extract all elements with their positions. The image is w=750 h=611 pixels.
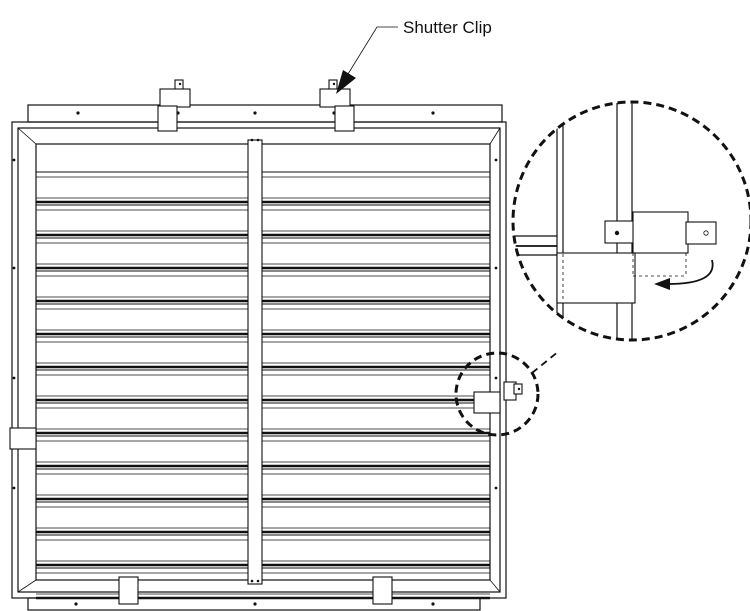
louver-blade — [36, 270, 490, 303]
detail-circle-large — [511, 100, 750, 342]
center-mullion — [247, 138, 263, 585]
shutter-clip-top-right — [319, 79, 355, 132]
louver-blade — [36, 237, 490, 270]
louver-blades — [36, 171, 490, 600]
louver-blade — [36, 567, 490, 600]
detail-view-large — [513, 102, 750, 340]
louver-blade — [36, 435, 490, 468]
shutter-clip-right — [473, 381, 523, 414]
detail-leader-line — [531, 350, 560, 374]
shutter-clip-bottom-right — [372, 576, 393, 605]
louver-blade — [36, 303, 490, 336]
louver-blade — [36, 501, 490, 534]
top-flange — [27, 104, 503, 123]
louver-blade — [36, 171, 490, 204]
shutter-clip-callout: Shutter Clip — [336, 18, 492, 94]
detail-circle-small — [454, 351, 540, 437]
shutter-clip-bottom-left — [118, 576, 139, 605]
louver-blade — [36, 369, 490, 402]
curved-arrow-icon — [654, 259, 714, 290]
shutter-clip-left — [9, 427, 37, 450]
callout-label: Shutter Clip — [403, 18, 492, 37]
louver-blade — [36, 336, 490, 369]
louver-blade — [36, 204, 490, 237]
louver-blade — [36, 534, 490, 567]
bottom-flange — [27, 597, 481, 611]
louver-blade — [36, 402, 490, 435]
shutter-clip-top-left — [157, 79, 191, 132]
louver-blade — [36, 468, 490, 501]
